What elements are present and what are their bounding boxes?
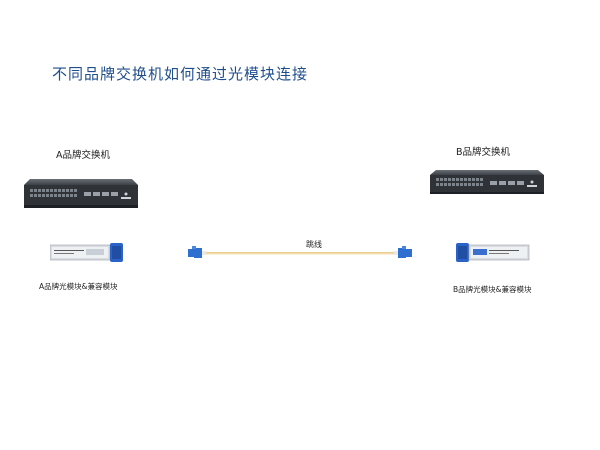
sfp-module-b-image (456, 243, 530, 262)
switch-b-label: B品牌交换机 (456, 147, 511, 158)
module-b-label: B品牌光模块&兼容模块 (453, 285, 532, 294)
switch-a-label: A品牌交换机 (56, 150, 110, 161)
page-title: 不同品牌交换机如何通过光模块连接 (52, 65, 309, 83)
switch-b-image (430, 170, 544, 194)
patch-cable (188, 246, 412, 258)
module-a-label: A品牌光模块&兼容模块 (39, 282, 118, 291)
switch-a-image (24, 179, 138, 208)
sfp-module-a-image (50, 243, 123, 262)
cable-label: 跳线 (306, 240, 322, 249)
lc-connector-right-icon (394, 246, 412, 258)
lc-connector-left-icon (188, 246, 206, 258)
